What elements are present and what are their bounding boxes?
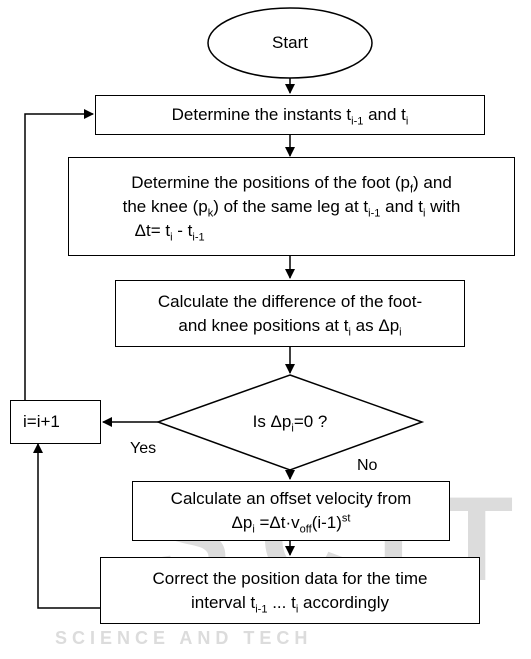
calculate-difference-text: Calculate the difference of the foot- an… xyxy=(157,291,423,338)
edge-label-no: No xyxy=(357,457,378,474)
correct-position-box: Correct the position data for the time i… xyxy=(100,557,480,624)
calculate-offset-box: Calculate an offset velocity from Δpi =Δ… xyxy=(132,481,450,541)
determine-instants-text: Determine the instants ti-1 and ti xyxy=(171,105,409,128)
determine-positions-box: Determine the positions of the foot (pf)… xyxy=(68,157,515,256)
correct-position-text: Correct the position data for the time i… xyxy=(152,568,428,615)
increment-box: i=i+1 xyxy=(10,400,101,444)
increment-text: i=i+1 xyxy=(23,412,60,431)
arrow-increment-to-instants xyxy=(24,109,94,400)
calculate-offset-text: Calculate an offset velocity from Δpi =Δ… xyxy=(170,489,412,536)
watermark-small: SCIENCE AND TECH xyxy=(55,628,313,648)
calculate-difference-box: Calculate the difference of the foot- an… xyxy=(115,280,465,347)
edge-label-yes: Yes xyxy=(130,440,157,457)
arrow-correct-to-increment xyxy=(33,443,100,609)
determine-positions-text: Determine the positions of the foot (pf)… xyxy=(122,172,461,243)
determine-instants-box: Determine the instants ti-1 and ti xyxy=(95,95,485,135)
start-label: Start xyxy=(272,33,308,52)
decision-label: Is Δpi=0 ? xyxy=(252,412,328,435)
